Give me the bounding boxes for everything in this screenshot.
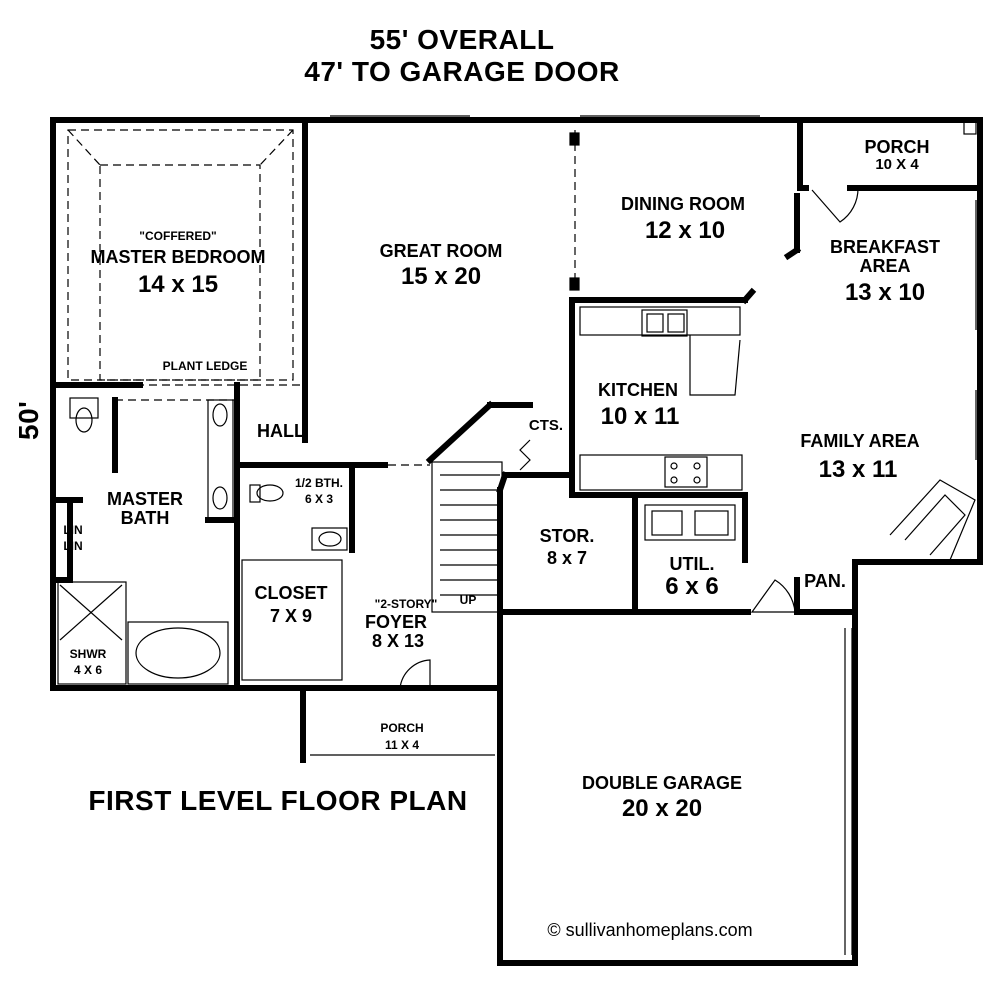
back-porch-size: 10 X 4: [875, 156, 919, 173]
master-bedroom-size: 14 x 15: [137, 271, 219, 298]
half-bath-size: 6 X 3: [304, 492, 334, 506]
interior-walls: [50, 117, 858, 691]
front-porch-label: PORCH: [380, 721, 424, 735]
closet-label: CLOSET: [254, 583, 328, 603]
master-bath-label: MASTER BATH: [107, 489, 183, 528]
foyer-size: 8 X 13: [371, 631, 425, 651]
closet-size: 7 X 9: [269, 606, 313, 626]
dining-room-size: 12 x 10: [644, 217, 726, 244]
foyer-label: FOYER: [364, 612, 428, 632]
plan-title: FIRST LEVEL FLOOR PLAN: [88, 785, 468, 816]
plant-ledge-label: PLANT LEDGE: [162, 359, 248, 373]
family-area-size: 13 x 11: [818, 456, 898, 483]
garage-door-dimension: 47' TO GARAGE DOOR: [304, 56, 620, 87]
hall-label: HALL: [257, 421, 305, 441]
breakfast-label: BREAKFAST AREA: [829, 237, 940, 276]
utility-label: UTIL.: [669, 554, 715, 574]
master-bedroom-label: MASTER BEDROOM: [90, 247, 266, 267]
side-dimension: 50': [13, 400, 44, 440]
dining-room-label: DINING ROOM: [621, 194, 745, 214]
front-porch-size: 11 X 4: [384, 738, 420, 752]
breakfast-size: 13 x 10: [844, 279, 926, 306]
half-bath-label: 1/2 BTH.: [294, 476, 344, 490]
kitchen-label: KITCHEN: [598, 380, 678, 400]
great-room-label: GREAT ROOM: [379, 241, 503, 261]
stairs-up-label: UP: [459, 593, 477, 607]
linen-label-2: LIN: [63, 539, 83, 553]
foyer-note: "2-STORY": [374, 597, 438, 611]
utility-size: 6 x 6: [665, 573, 719, 600]
overall-dimension: 55' OVERALL: [369, 24, 555, 55]
master-bedroom-note: "COFFERED": [139, 229, 217, 243]
shower-size: 4 X 6: [73, 663, 103, 677]
storage-label: STOR.: [539, 526, 595, 546]
copyright-text: © sullivanhomeplans.com: [547, 920, 753, 940]
kitchen-size: 10 x 11: [600, 403, 680, 430]
family-area-label: FAMILY AREA: [800, 431, 920, 451]
shower-label: SHWR: [69, 647, 107, 661]
garage-size: 20 x 20: [621, 795, 703, 822]
garage-label: DOUBLE GARAGE: [581, 773, 743, 793]
pantry-label: PAN.: [804, 571, 846, 591]
counters-label: CTS.: [528, 417, 564, 434]
storage-size: 8 x 7: [546, 548, 588, 568]
exterior-walls: [50, 117, 983, 966]
linen-label-1: LIN: [63, 523, 83, 537]
back-porch-label: PORCH: [864, 137, 930, 157]
thin-details: [57, 115, 977, 955]
great-room-size: 15 x 20: [400, 263, 482, 290]
